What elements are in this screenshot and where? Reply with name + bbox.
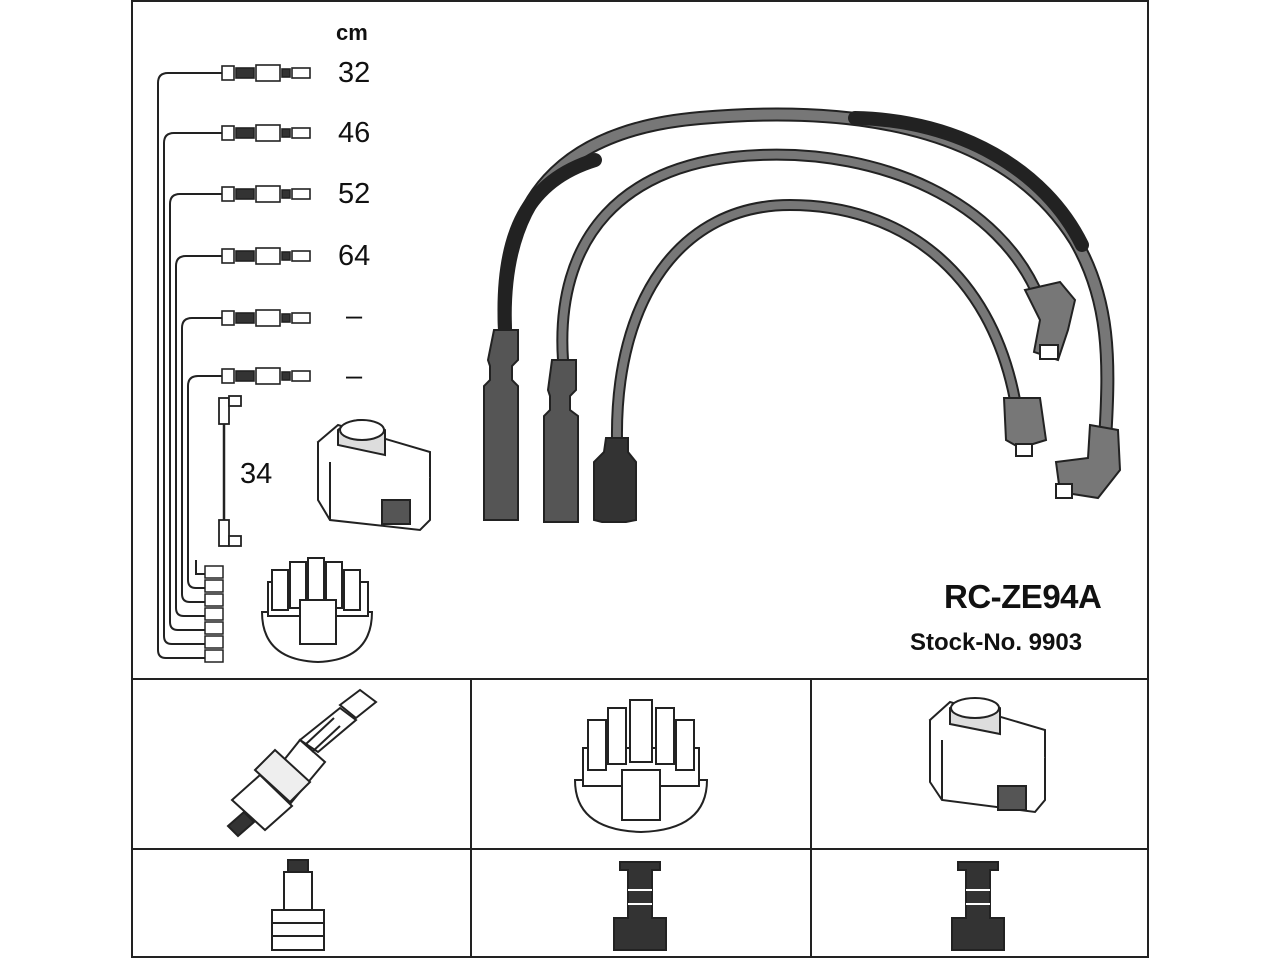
lead-length-5: – xyxy=(346,300,363,332)
distributor-cap-icon xyxy=(573,699,709,834)
ignition-coil-icon xyxy=(928,697,1046,814)
lead-length-1: 32 xyxy=(338,57,371,89)
diagram-frame xyxy=(131,0,1149,958)
coil-terminal-icon xyxy=(951,861,1005,951)
plug-connector-icon xyxy=(271,859,325,951)
terminal-stack xyxy=(204,565,224,663)
spark-plug-icon xyxy=(226,688,378,838)
cap-terminal-icon xyxy=(613,861,667,951)
plug-boots xyxy=(483,329,637,523)
coil-lead xyxy=(218,395,242,547)
lead-bundle xyxy=(157,72,222,659)
ignition-coil-small xyxy=(316,419,431,532)
part-number: RC-ZE94A xyxy=(944,578,1102,615)
cable-set xyxy=(497,107,1115,447)
angled-boots xyxy=(1002,280,1122,500)
lead-length-2: 46 xyxy=(338,117,371,149)
lead-length-4: 64 xyxy=(338,240,371,272)
length-unit-label: cm xyxy=(336,20,368,45)
distributor-cap-small xyxy=(260,557,374,664)
coil-lead-length: 34 xyxy=(240,458,273,490)
lead-length-6: – xyxy=(346,360,363,392)
lead-length-3: 52 xyxy=(338,178,371,210)
stock-number: Stock-No. 9903 xyxy=(910,629,1083,656)
lead-connectors xyxy=(221,64,311,385)
grid-lines xyxy=(131,678,1149,958)
